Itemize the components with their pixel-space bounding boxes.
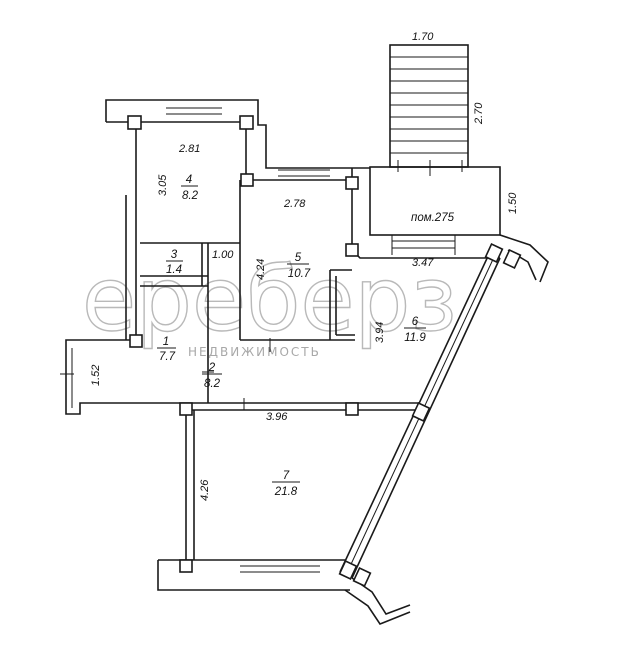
dimensions: 1.70 2.70 2.81 3.05 2.78 4.24 1.00 1.50 … xyxy=(90,31,519,501)
dim-room6-width: 3.47 xyxy=(412,257,434,269)
column xyxy=(338,560,358,580)
room-6-number: 6 xyxy=(412,316,419,328)
room-annotation: пом.275 xyxy=(411,212,455,224)
column xyxy=(239,115,254,130)
room-1-number: 1 xyxy=(163,336,169,348)
column xyxy=(484,243,504,263)
dim-room1-height: 1.52 xyxy=(90,365,102,386)
porch xyxy=(369,166,501,255)
watermark-brand: ереберз xyxy=(82,248,457,351)
room-7-area: 21.8 xyxy=(274,486,298,498)
room-4-area: 8.2 xyxy=(182,190,199,202)
walls xyxy=(65,99,549,625)
column xyxy=(345,402,359,416)
room-1-area: 7.7 xyxy=(159,351,176,363)
room-7-number: 7 xyxy=(283,470,290,482)
dim-porch-height: 1.50 xyxy=(507,192,519,214)
watermark: ереберз НЕДВИЖИМОСТЬ xyxy=(81,247,458,359)
column xyxy=(179,559,193,573)
room-5-number: 5 xyxy=(295,252,302,264)
dim-room5-width: 2.78 xyxy=(283,198,306,210)
column xyxy=(129,334,143,348)
room-5-area: 10.7 xyxy=(288,268,311,280)
room-3-number: 3 xyxy=(171,249,178,261)
room-3-area: 1.4 xyxy=(166,264,182,276)
column xyxy=(345,176,359,190)
column xyxy=(127,115,142,130)
dim-room7-width: 3.96 xyxy=(266,411,288,423)
column xyxy=(411,402,431,422)
dim-stair-width: 1.70 xyxy=(412,31,434,43)
column xyxy=(240,173,254,187)
column xyxy=(352,567,372,587)
dim-room7-height: 4.26 xyxy=(199,479,211,501)
dim-room6-height: 3.94 xyxy=(374,322,386,343)
porch-outline xyxy=(369,166,501,236)
column xyxy=(345,243,359,257)
dim-room4-height: 3.05 xyxy=(157,174,169,196)
dim-room4-width: 2.81 xyxy=(178,143,200,155)
column xyxy=(502,249,522,269)
room-labels: 4 8.2 3 1.4 5 10.7 6 11.9 1 7.7 2 8.2 7 … xyxy=(157,174,426,498)
column xyxy=(179,402,193,416)
room-2-number: 2 xyxy=(208,362,216,374)
dim-small-width: 1.00 xyxy=(212,249,234,261)
stair-outline xyxy=(389,44,469,168)
dim-stair-length: 2.70 xyxy=(473,102,485,125)
watermark-tagline: НЕДВИЖИМОСТЬ xyxy=(188,345,321,359)
room-2-area: 8.2 xyxy=(204,378,221,390)
dim-room5-height: 4.24 xyxy=(255,259,267,280)
room-4-number: 4 xyxy=(186,174,192,186)
staircase xyxy=(389,44,469,176)
columns xyxy=(60,115,522,587)
room-6-area: 11.9 xyxy=(404,332,426,344)
